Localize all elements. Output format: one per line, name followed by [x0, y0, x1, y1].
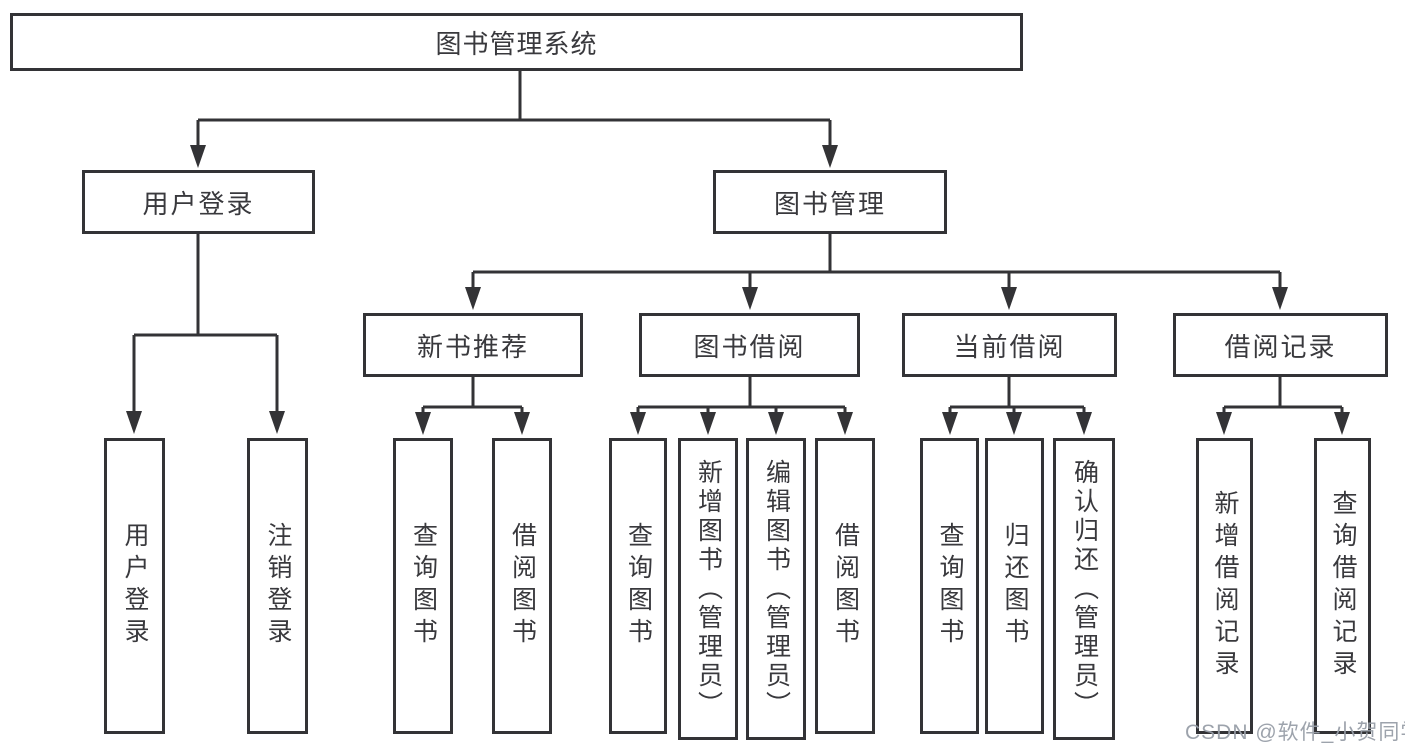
arrowheads-current-borrow — [942, 412, 1092, 435]
arrowheads-user-login — [126, 411, 285, 434]
leaf-query-books-current: 查询图书 — [920, 438, 979, 734]
leaf-return-book: 归还图书 — [985, 438, 1044, 734]
csdn-watermark: CSDN @软件_小贺同学 — [1185, 721, 1405, 744]
connector-book-management — [471, 234, 1282, 294]
arrowheads-book-borrow — [630, 412, 853, 435]
arrowheads-new-book-recommend — [415, 412, 530, 435]
connector-user-login — [132, 234, 279, 415]
node-current-borrow: 当前借阅 — [902, 313, 1117, 377]
connector-root — [196, 71, 832, 152]
connector-book-borrow — [636, 377, 847, 418]
node-library-management-system: 图书管理系统 — [10, 13, 1023, 71]
connector-borrow-records — [1222, 377, 1344, 418]
leaf-add-borrow-record: 新增借阅记录 — [1196, 438, 1253, 734]
leaf-query-books-borrow: 查询图书 — [609, 438, 667, 734]
leaf-borrow-books-borrow: 借阅图书 — [815, 438, 875, 734]
connector-current-borrow — [948, 377, 1086, 418]
node-book-management: 图书管理 — [713, 170, 947, 234]
node-borrow-records: 借阅记录 — [1173, 313, 1388, 377]
leaf-logout: 注销登录 — [247, 438, 308, 734]
arrowheads-root — [190, 145, 838, 168]
connector-new-book-recommend — [421, 377, 524, 418]
leaf-edit-book-admin: 编辑图书（管理员） — [746, 438, 806, 740]
leaf-confirm-return-admin: 确认归还（管理员） — [1053, 438, 1115, 740]
leaf-query-borrow-record: 查询借阅记录 — [1314, 438, 1371, 734]
arrowheads-borrow-records — [1216, 412, 1350, 435]
leaf-user-login: 用户登录 — [104, 438, 165, 734]
leaf-query-books-recommend: 查询图书 — [393, 438, 453, 734]
node-user-login: 用户登录 — [82, 170, 315, 234]
node-book-borrow: 图书借阅 — [639, 313, 860, 377]
leaf-add-book-admin: 新增图书（管理员） — [678, 438, 738, 740]
leaf-borrow-books-recommend: 借阅图书 — [492, 438, 552, 734]
arrowheads-book-management — [465, 287, 1288, 310]
node-new-book-recommend: 新书推荐 — [363, 313, 583, 377]
